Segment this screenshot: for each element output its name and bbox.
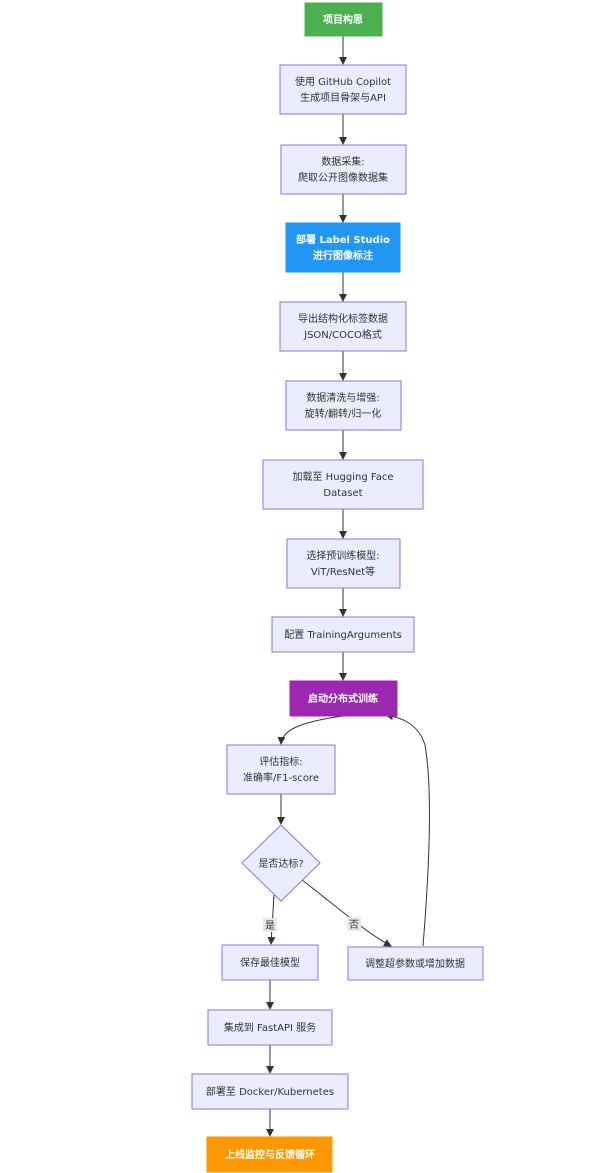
node-monitoring-feedback: 上线监控与反馈循环 [206, 1136, 333, 1173]
node-project-idea: 项目构思 [304, 2, 383, 37]
node-save-best-model: 保存最佳模型 [221, 944, 319, 981]
node-label-line: ViT/ResNet等 [311, 565, 375, 578]
svg-text:调整超参数或增加数据: 调整超参数或增加数据 [365, 957, 465, 970]
node-label-line: 部署 Label Studio [296, 233, 390, 246]
edge-n10-n11 [277, 715, 344, 745]
node-label-line: JSON/COCO格式 [303, 328, 382, 341]
node-distributed-training: 启动分布式训练 [289, 680, 398, 717]
svg-text:保存最佳模型: 保存最佳模型 [240, 956, 300, 969]
node-label-line: 项目构思 [323, 13, 363, 26]
node-label-line: 部署至 Docker/Kubernetes [206, 1085, 334, 1098]
node-label-line: 启动分布式训练 [308, 692, 378, 705]
node-label-line: 准确率/F1-score [243, 771, 319, 784]
node-decision-threshold: 是否达标? [241, 824, 321, 902]
node-label-line: 上线监控与反馈循环 [225, 1148, 315, 1161]
node-label-line: 使用 GitHub Copilot [295, 75, 391, 88]
node-label-line: 评估指标: [259, 755, 302, 768]
svg-text:部署至 Docker/Kubernetes: 部署至 Docker/Kubernetes [206, 1085, 334, 1098]
node-label-line: 加载至 Hugging Face [293, 471, 394, 483]
node-export-labels: 导出结构化标签数据 JSON/COCO格式 [279, 301, 407, 352]
svg-text:数据清洗与增强:旋转/翻转/归一化: 数据清洗与增强: 旋转/翻转/归一化 [305, 391, 382, 420]
node-label-line: 旋转/翻转/归一化 [305, 407, 382, 420]
node-label-line: Dataset [323, 488, 362, 499]
svg-text:选择预训练模型:ViT/ResNet等: 选择预训练模型: ViT/ResNet等 [306, 549, 379, 578]
node-label-line: 数据采集: [321, 155, 364, 168]
node-tune-hyperparams: 调整超参数或增加数据 [347, 946, 484, 981]
nodes: 项目构思 使用 GitHub Copilot 生成项目骨架与API 数据采集: 爬取… [191, 2, 484, 1173]
edge-label-no-bg [347, 917, 361, 931]
node-fastapi-service: 集成到 FastAPI 服务 [207, 1009, 333, 1046]
node-label-line: 选择预训练模型: [306, 549, 379, 562]
node-eval-metrics: 评估指标: 准确率/F1-score [226, 744, 336, 795]
node-label-line: 集成到 FastAPI 服务 [224, 1021, 316, 1034]
edge-label-yes: 是 [265, 920, 275, 932]
svg-text:启动分布式训练: 启动分布式训练 [308, 692, 378, 705]
node-data-cleaning: 数据清洗与增强: 旋转/翻转/归一化 [285, 380, 402, 431]
svg-text:集成到 FastAPI 服务: 集成到 FastAPI 服务 [224, 1021, 316, 1034]
node-label-line: 配置 TrainingArguments [284, 629, 401, 641]
svg-text:是否达标?: 是否达标? [258, 858, 303, 870]
svg-text:数据采集:爬取公开图像数据集: 数据采集: 爬取公开图像数据集 [298, 155, 388, 184]
svg-text:配置 TrainingArguments: 配置 TrainingArguments [284, 629, 401, 641]
edge-n14-n10 [385, 712, 430, 947]
edge-n12-n14 [301, 879, 392, 947]
node-label-line: 是否达标? [258, 858, 303, 870]
svg-text:项目构思: 项目构思 [323, 13, 363, 26]
svg-text:评估指标:准确率/F1-score: 评估指标: 准确率/F1-score [243, 755, 319, 784]
edge-label-yes-bg [263, 918, 277, 932]
node-label-studio: 部署 Label Studio 进行图像标注 [285, 222, 401, 273]
node-pretrained-model: 选择预训练模型: ViT/ResNet等 [286, 538, 401, 589]
node-training-arguments: 配置 TrainingArguments [271, 616, 415, 653]
node-copilot-skeleton: 使用 GitHub Copilot 生成项目骨架与API [279, 64, 407, 115]
node-label-line: 调整超参数或增加数据 [365, 957, 465, 970]
node-docker-k8s: 部署至 Docker/Kubernetes [191, 1073, 349, 1110]
node-data-collection: 数据采集: 爬取公开图像数据集 [280, 144, 407, 195]
node-label-line: 导出结构化标签数据 [298, 312, 388, 325]
node-label-line: 数据清洗与增强: [306, 391, 379, 404]
node-label-line: 生成项目骨架与API [300, 91, 386, 104]
svg-text:上线监控与反馈循环: 上线监控与反馈循环 [225, 1148, 315, 1161]
node-label-line: 进行图像标注 [313, 249, 373, 262]
edge-labels: 是 否 [263, 917, 361, 932]
edge-label-no: 否 [349, 919, 359, 931]
node-label-line: 爬取公开图像数据集 [298, 171, 388, 184]
node-label-line: 保存最佳模型 [240, 956, 300, 969]
